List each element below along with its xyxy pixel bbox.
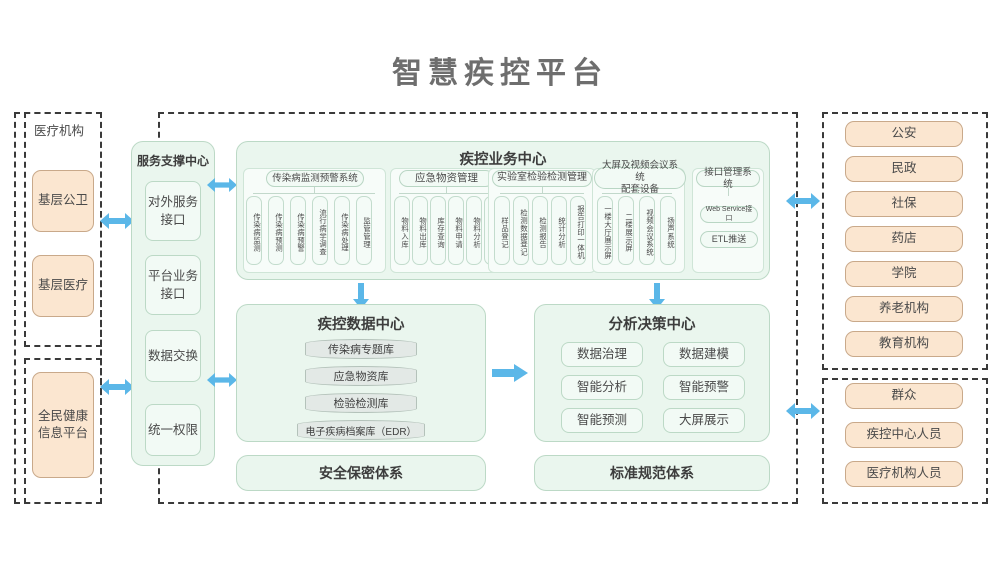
right-people-frame — [822, 378, 988, 504]
leaf-epidemiological-survey[interactable]: 流行病学调查 — [312, 196, 328, 265]
leaf-test-data-registration[interactable]: 检测数据登记 — [513, 196, 529, 265]
system-title-line2: 配套设备 — [620, 183, 659, 195]
right-agencies-frame — [822, 112, 988, 370]
left-item-national-health-info-platform[interactable]: 全民健康 信息平台 — [32, 372, 94, 478]
decision-item-data-modeling[interactable]: 数据建模 — [663, 342, 745, 367]
leaf-video-conference-system[interactable]: 视频会议系统 — [639, 196, 655, 265]
service-item-line1: 对外服务 — [147, 194, 198, 209]
leaf-material-request[interactable]: 物料申请 — [448, 196, 464, 265]
decision-center-title: 分析决策中心 — [608, 317, 696, 333]
service-item-data-exchange[interactable]: 数据交换 — [145, 330, 201, 382]
service-item-line2: 接口 — [160, 213, 186, 227]
left-item-label-line1: 全民健康 — [37, 408, 88, 423]
decision-item-data-governance[interactable]: 数据治理 — [561, 342, 643, 367]
service-item-line1: 统一权限 — [147, 422, 198, 437]
decision-item-smart-warning[interactable]: 智能预警 — [663, 375, 745, 400]
leaf-material-inbound[interactable]: 物料入库 — [394, 196, 410, 265]
right-item-cdc-staff[interactable]: 疾控中心人员 — [845, 422, 963, 448]
arrow-service-to-business — [207, 177, 237, 193]
arrow-business-to-data-down — [352, 283, 370, 309]
leaf-floor1-lobby-display[interactable]: 一楼大厅展示屏 — [597, 196, 613, 265]
left-item-label: 基层医疗 — [37, 278, 88, 293]
bottom-bar-label: 标准规范体系 — [610, 465, 694, 481]
arrow-left-top-bidirectional — [100, 212, 134, 230]
leaf-infectious-handling[interactable]: 传染病处理 — [334, 196, 350, 265]
system-title-line1: 大屏及视频会议系统 — [601, 160, 678, 184]
service-item-unified-permission[interactable]: 统一权限 — [145, 404, 201, 456]
service-item-platform-business-interface[interactable]: 平台业务 接口 — [145, 255, 201, 315]
service-item-line2: 接口 — [160, 287, 186, 301]
system-title-laboratory[interactable]: 实验室检验检测管理 — [492, 170, 592, 187]
connector-line — [728, 188, 729, 196]
left-health-platform-frame — [24, 358, 102, 504]
database-emergency-supplies[interactable]: 应急物资库 — [305, 366, 417, 386]
right-item-medical-institution-staff[interactable]: 医疗机构人员 — [845, 461, 963, 487]
database-infectious-disease-topic[interactable]: 传染病专题库 — [305, 339, 417, 359]
left-medical-institution-frame — [24, 112, 102, 347]
service-item-external-service-interface[interactable]: 对外服务 接口 — [145, 181, 201, 241]
leaf-etl-push[interactable]: ETL推送 — [700, 231, 758, 248]
page-title: 智慧疾控平台 — [392, 57, 608, 90]
leaf-audio-system[interactable]: 扬声系统 — [660, 196, 676, 265]
left-group-label: 医疗机构 — [33, 124, 84, 138]
left-item-grassroots-public-health[interactable]: 基层公卫 — [32, 170, 94, 232]
left-item-label-line2: 信息平台 — [37, 426, 88, 440]
leaf-material-analysis[interactable]: 物料分析 — [466, 196, 482, 265]
bottom-bar-standard-system[interactable]: 标准规范体系 — [534, 455, 770, 491]
right-item-elderly-care-institution[interactable]: 养老机构 — [845, 296, 963, 322]
leaf-infectious-warning[interactable]: 传染病预警 — [290, 196, 306, 265]
leaf-inventory-query[interactable]: 库存查询 — [430, 196, 446, 265]
service-item-line1: 平台业务 — [147, 268, 198, 283]
leaf-floor2-display[interactable]: 二楼展示屏 — [618, 196, 634, 265]
right-item-pharmacy[interactable]: 药店 — [845, 226, 963, 252]
connector-line — [542, 187, 543, 194]
arrow-data-to-decision-right — [492, 364, 528, 382]
arrow-service-to-data-center — [207, 372, 237, 388]
arrow-left-bottom-bidirectional — [100, 378, 134, 396]
leaf-sample-registration[interactable]: 样品登记 — [494, 196, 510, 265]
connector-line — [446, 187, 447, 194]
system-title-emergency-supplies[interactable]: 应急物资管理 — [399, 170, 494, 187]
system-title-big-screen-video[interactable]: 大屏及视频会议系统 配套设备 — [594, 160, 686, 195]
leaf-infectious-predict[interactable]: 传染病预测 — [268, 196, 284, 265]
arrow-to-decision-up — [648, 283, 666, 309]
right-item-college[interactable]: 学院 — [845, 261, 963, 287]
leaf-report-print-machine[interactable]: 报告打印一体机 — [570, 196, 586, 265]
business-center-title: 疾控业务中心 — [459, 152, 547, 168]
bottom-bar-label: 安全保密体系 — [319, 465, 403, 481]
leaf-test-report[interactable]: 检测报告 — [532, 196, 548, 265]
system-title-infectious-disease[interactable]: 传染病监测预警系统 — [266, 170, 364, 187]
right-item-public[interactable]: 群众 — [845, 383, 963, 409]
service-support-center-title: 服务支撑中心 — [136, 154, 209, 168]
left-item-label: 基层公卫 — [37, 193, 88, 208]
decision-item-big-screen-display[interactable]: 大屏展示 — [663, 408, 745, 433]
right-item-public-security[interactable]: 公安 — [845, 121, 963, 147]
leaf-statistical-analysis[interactable]: 统计分析 — [551, 196, 567, 265]
arrow-right-top-bidirectional — [786, 192, 820, 210]
leaf-supervision-management[interactable]: 监管管理 — [356, 196, 372, 265]
left-item-grassroots-medical[interactable]: 基层医疗 — [32, 255, 94, 317]
decision-item-smart-prediction[interactable]: 智能预测 — [561, 408, 643, 433]
arrow-right-bottom-bidirectional — [786, 402, 820, 420]
database-electronic-disease-record-edr[interactable]: 电子疾病档案库（EDR） — [297, 420, 425, 440]
decision-item-smart-analysis[interactable]: 智能分析 — [561, 375, 643, 400]
leaf-material-outbound[interactable]: 物料出库 — [412, 196, 428, 265]
right-item-civil-affairs[interactable]: 民政 — [845, 156, 963, 182]
leaf-infectious-monitor[interactable]: 传染病监测 — [246, 196, 262, 265]
connector-line — [314, 187, 315, 194]
connector-line — [637, 189, 638, 194]
service-item-line1: 数据交换 — [147, 348, 198, 363]
data-center-title: 疾控数据中心 — [317, 317, 405, 333]
right-item-education-institution[interactable]: 教育机构 — [845, 331, 963, 357]
bottom-bar-security-system[interactable]: 安全保密体系 — [236, 455, 486, 491]
right-item-social-security[interactable]: 社保 — [845, 191, 963, 217]
database-inspection-test[interactable]: 检验检测库 — [305, 393, 417, 413]
leaf-web-service-interface[interactable]: Web Service接口 — [700, 206, 758, 223]
system-title-interface-management[interactable]: 接口管理系统 — [696, 167, 760, 190]
